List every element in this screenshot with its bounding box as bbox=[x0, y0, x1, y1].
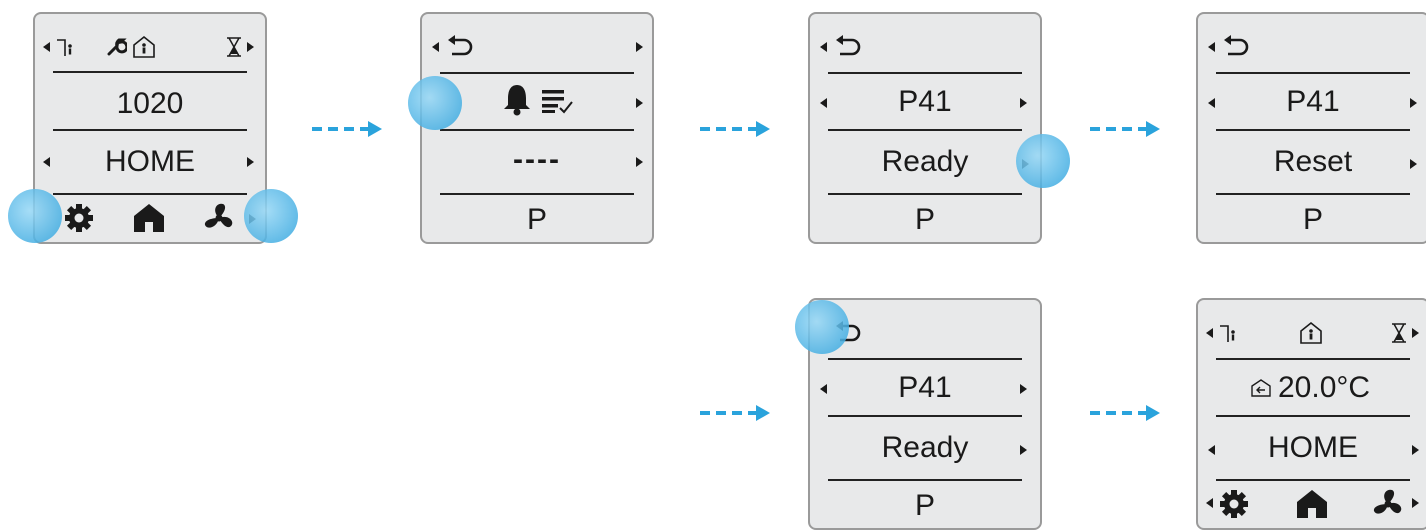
right-arrow[interactable] bbox=[636, 42, 643, 52]
divider bbox=[440, 193, 634, 195]
right-arrow[interactable] bbox=[247, 42, 254, 52]
divider bbox=[1216, 129, 1410, 131]
bell-icon bbox=[504, 85, 530, 116]
touch-indicator bbox=[408, 76, 462, 130]
state-label: Ready bbox=[881, 145, 969, 178]
wrench-icon bbox=[107, 38, 127, 56]
right-arrow[interactable] bbox=[1020, 384, 1027, 394]
divider bbox=[53, 193, 247, 195]
divider bbox=[828, 358, 1022, 360]
gear-icon[interactable] bbox=[1218, 488, 1250, 520]
person-door-icon bbox=[1220, 325, 1235, 342]
person-house-icon bbox=[1300, 321, 1322, 344]
flow-arrow bbox=[700, 121, 770, 137]
left-arrow[interactable] bbox=[820, 384, 827, 394]
touch-indicator-right bbox=[244, 189, 298, 243]
divider bbox=[828, 72, 1022, 74]
mode-label: HOME bbox=[1268, 431, 1358, 464]
left-arrow[interactable] bbox=[820, 98, 827, 108]
divider bbox=[828, 129, 1022, 131]
display-screen-param-reset: P41 Reset P bbox=[1196, 12, 1426, 244]
left-arrow[interactable] bbox=[43, 42, 50, 52]
left-arrow[interactable] bbox=[820, 42, 827, 52]
state-label: Ready bbox=[881, 431, 969, 464]
hourglass-icon bbox=[227, 37, 241, 57]
divider bbox=[440, 72, 634, 74]
footer-label: P bbox=[526, 203, 547, 236]
param-label: P41 bbox=[1286, 85, 1340, 118]
alarm-value: ---- bbox=[513, 143, 561, 176]
house-icon[interactable] bbox=[132, 202, 166, 234]
fan-icon[interactable] bbox=[201, 200, 237, 236]
mode-label: HOME bbox=[105, 145, 195, 178]
divider bbox=[828, 415, 1022, 417]
mode-left-arrow[interactable] bbox=[1208, 445, 1215, 455]
display-screen-param-ready: P41 Ready P bbox=[808, 12, 1042, 244]
flow-arrow bbox=[312, 121, 382, 137]
checklist-icon bbox=[542, 90, 573, 114]
hourglass-icon bbox=[1392, 323, 1406, 343]
counter-value: 1020 bbox=[116, 87, 184, 120]
gear-left-arrow[interactable] bbox=[1206, 498, 1213, 508]
divider bbox=[828, 479, 1022, 481]
right-arrow[interactable] bbox=[1410, 98, 1417, 108]
flow-arrow bbox=[700, 405, 770, 421]
footer-label: P bbox=[914, 203, 935, 236]
divider bbox=[1216, 358, 1410, 360]
left-arrow[interactable] bbox=[1208, 98, 1215, 108]
divider bbox=[53, 71, 247, 73]
back-arrow-icon[interactable] bbox=[834, 34, 862, 58]
return-air-icon bbox=[1251, 379, 1271, 397]
person-house-icon bbox=[133, 35, 155, 58]
display-screen-alarm: ---- P bbox=[420, 12, 654, 244]
footer-label: P bbox=[914, 489, 935, 522]
right-arrow[interactable] bbox=[1020, 445, 1027, 455]
divider bbox=[1216, 193, 1410, 195]
temperature-value: 20.0°C bbox=[1278, 371, 1371, 404]
state-label: Reset bbox=[1273, 145, 1353, 178]
fan-right-arrow[interactable] bbox=[1412, 498, 1419, 508]
back-arrow-icon[interactable] bbox=[446, 34, 474, 58]
right-arrow[interactable] bbox=[1410, 159, 1417, 169]
back-arrow-icon[interactable] bbox=[1222, 34, 1250, 58]
divider bbox=[53, 129, 247, 131]
mode-left-arrow[interactable] bbox=[43, 157, 50, 167]
mode-right-arrow[interactable] bbox=[247, 157, 254, 167]
divider bbox=[1216, 415, 1410, 417]
mode-right-arrow[interactable] bbox=[1412, 445, 1419, 455]
right-arrow[interactable] bbox=[636, 98, 643, 108]
flow-arrow bbox=[1090, 121, 1160, 137]
display-screen-home: 1020 HOME bbox=[33, 12, 267, 244]
flow-arrow bbox=[1090, 405, 1160, 421]
left-arrow[interactable] bbox=[1206, 328, 1213, 338]
gear-icon[interactable] bbox=[63, 202, 95, 234]
divider bbox=[1216, 479, 1410, 481]
right-arrow[interactable] bbox=[1020, 98, 1027, 108]
display-screen-temperature: 20.0°C HOME bbox=[1196, 298, 1426, 530]
touch-indicator bbox=[1016, 134, 1070, 188]
touch-indicator bbox=[795, 300, 849, 354]
footer-label: P bbox=[1302, 203, 1323, 236]
right-arrow[interactable] bbox=[636, 157, 643, 167]
right-arrow[interactable] bbox=[1412, 328, 1419, 338]
param-label: P41 bbox=[898, 85, 952, 118]
divider bbox=[440, 129, 634, 131]
divider bbox=[828, 193, 1022, 195]
person-door-icon bbox=[57, 39, 72, 56]
left-arrow[interactable] bbox=[1208, 42, 1215, 52]
touch-indicator-left bbox=[8, 189, 62, 243]
divider bbox=[1216, 72, 1410, 74]
param-label: P41 bbox=[898, 371, 952, 404]
house-icon[interactable] bbox=[1295, 488, 1329, 520]
fan-icon[interactable] bbox=[1370, 486, 1406, 522]
left-arrow[interactable] bbox=[432, 42, 439, 52]
